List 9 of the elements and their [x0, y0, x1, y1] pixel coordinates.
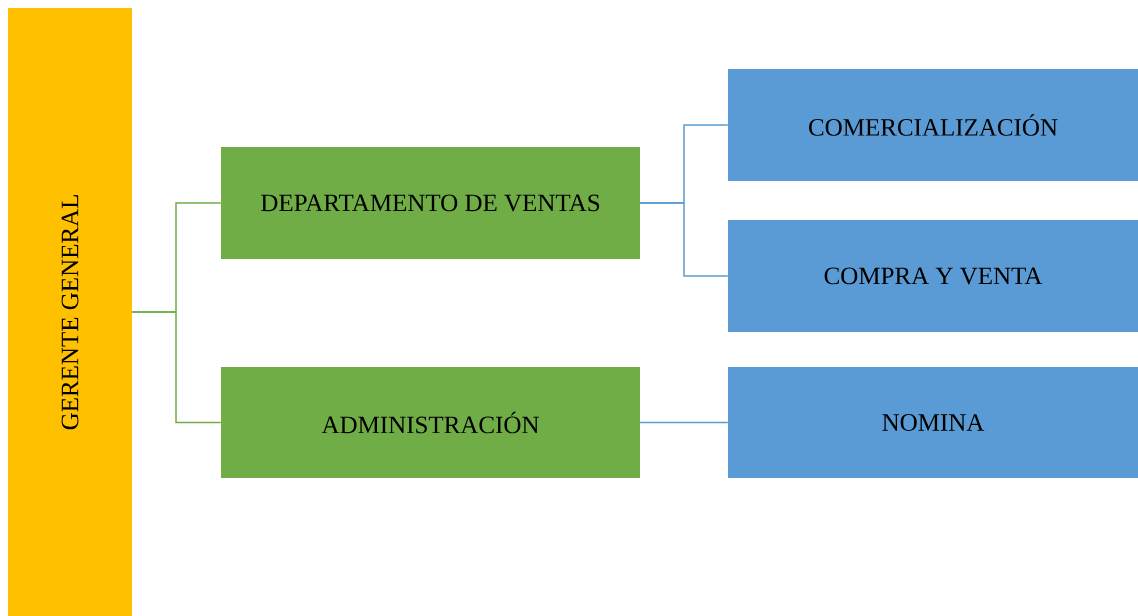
connector-line: [639, 421, 729, 424]
section-box: COMERCIALIZACIÓN: [728, 69, 1138, 181]
connector-line: [131, 311, 222, 424]
section-box: NOMINA: [728, 367, 1138, 478]
connector-line: [639, 202, 729, 277]
department-box: ADMINISTRACIÓN: [221, 367, 640, 478]
department-box: DEPARTAMENTO DE VENTAS: [221, 147, 640, 259]
section-box: COMPRA Y VENTA: [728, 220, 1138, 332]
manager-bar: GERENTE GENERAL: [8, 8, 132, 616]
